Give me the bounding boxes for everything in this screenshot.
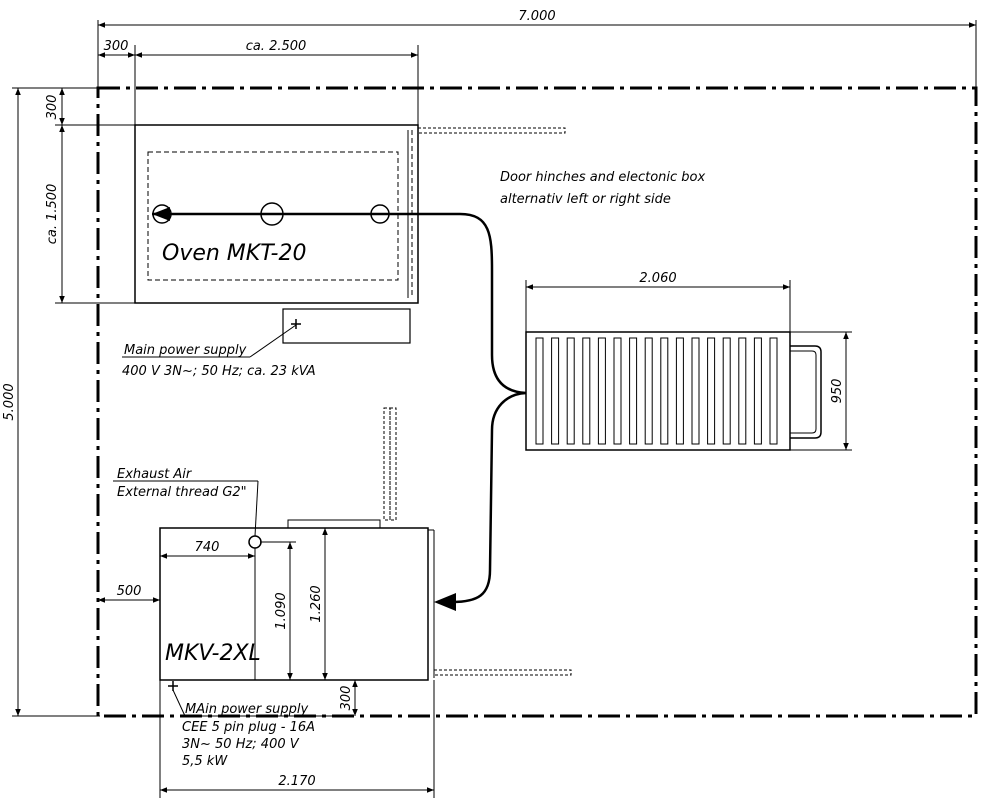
- mkv-power-line1: MAin power supply: [185, 702, 309, 717]
- conveyor-slat: [613, 337, 622, 445]
- mkv-power-line4: 5,5 kW: [182, 754, 228, 769]
- oven-label: Oven MKT-20: [162, 241, 306, 266]
- dim-bottom-margin-label: 300: [339, 686, 354, 711]
- mkv-power-line2: CEE 5 pin plug - 16A: [182, 720, 315, 735]
- dim-mkv-width: 2.170: [159, 680, 435, 798]
- dim-mkv-left-label: 500: [117, 584, 142, 599]
- conveyor-slat: [551, 337, 560, 445]
- dim-mkv-heights: 1.090 1.260: [254, 528, 328, 680]
- dim-mkv-left: 500: [98, 584, 160, 603]
- dim-oven-width-label: ca. 2.500: [246, 39, 307, 54]
- dim-conveyor-width: 2.060: [525, 271, 791, 332]
- conveyor-slat: [629, 337, 638, 445]
- conveyor-slat: [738, 337, 747, 445]
- conveyor-slat: [769, 337, 778, 445]
- exhaust-line2: External thread G2": [117, 485, 247, 500]
- mkv-2xl-unit: MKV-2XL: [159, 407, 572, 691]
- dim-bottom-margin: 300: [339, 680, 358, 716]
- conveyor-slat: [722, 337, 731, 445]
- dim-oven-depth-label: ca. 1.500: [45, 184, 60, 245]
- dim-mkv-height-label: 1.260: [309, 585, 324, 622]
- oven-power-title: Main power supply: [124, 343, 247, 358]
- oven-electrical-box: [249, 308, 411, 358]
- mkv-label: MKV-2XL: [165, 641, 261, 666]
- dim-conveyor-width-label: 2.060: [639, 271, 676, 286]
- oven-mkt20: Oven MKT-20: [134, 124, 566, 304]
- dim-conveyor-depth-label: 950: [830, 379, 845, 404]
- dim-oven-depth: 300 ca. 1.500: [45, 88, 135, 304]
- conveyor-slat: [566, 337, 575, 445]
- conveyor-slat: [597, 337, 606, 445]
- dim-conveyor-depth: 950: [790, 331, 852, 451]
- dim-exhaust-offset: 740: [160, 540, 255, 559]
- exhaust-port: [248, 535, 262, 549]
- conveyor: [525, 331, 822, 451]
- dim-total-height-label: 5.000: [2, 383, 17, 420]
- process-flow-line: [152, 212, 527, 604]
- dim-oven-width: 300 ca. 2.500: [98, 39, 419, 125]
- dim-top-margin-label: 300: [45, 95, 60, 120]
- conveyor-slat: [675, 337, 684, 445]
- conveyor-slat: [644, 337, 653, 445]
- door-note-line2: alternativ left or right side: [500, 192, 671, 207]
- conveyor-slat: [535, 337, 544, 445]
- conveyor-slat: [660, 337, 669, 445]
- door-note-line1: Door hinches and electonic box: [500, 170, 706, 185]
- dim-mkv-width-label: 2.170: [278, 774, 315, 789]
- oven-power-spec: 400 V 3N~; 50 Hz; ca. 23 kVA: [122, 364, 316, 379]
- dim-mkv-inner-label: 1.090: [274, 592, 289, 629]
- mkv-power-line3: 3N~ 50 Hz; 400 V: [182, 737, 300, 752]
- dim-total-width-label: 7.000: [518, 9, 555, 24]
- conveyor-slat: [582, 337, 591, 445]
- exhaust-line1: Exhaust Air: [117, 467, 193, 482]
- conveyor-slat: [691, 337, 700, 445]
- dim-total-width: 7.000: [97, 9, 977, 90]
- room-boundary: [96, 86, 978, 718]
- dim-left-margin-label: 300: [104, 39, 129, 54]
- dim-total-height: 5.000: [2, 87, 100, 717]
- conveyor-slat: [753, 337, 762, 445]
- dim-exhaust-offset-label: 740: [195, 540, 220, 555]
- conveyor-slat: [707, 337, 716, 445]
